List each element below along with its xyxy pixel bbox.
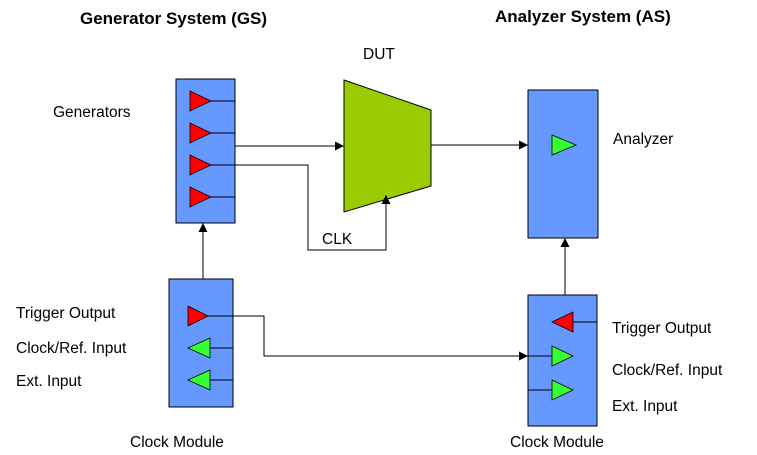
as-clock-module-label: Clock Module <box>510 434 604 451</box>
generator-to-clk-wire <box>235 164 391 251</box>
generators-label: Generators <box>53 104 131 121</box>
generator-output-2-icon <box>189 122 212 144</box>
gs-trigger-output-icon <box>187 305 209 327</box>
clk-label: CLK <box>322 231 353 248</box>
analyzer-input-icon <box>551 134 578 156</box>
gs-clock-ref-input-label: Clock/Ref. Input <box>16 340 127 357</box>
as-clock-ref-input-label: Clock/Ref. Input <box>612 362 723 379</box>
analyzer-module <box>527 89 599 239</box>
analyzer-label: Analyzer <box>613 131 673 148</box>
generator-output-1-icon <box>189 90 212 112</box>
dut-label: DUT <box>363 46 395 63</box>
trigger-to-clock-ref-wire <box>233 315 528 361</box>
gs-trigger-output-label: Trigger Output <box>16 305 116 322</box>
generator-output-3-icon <box>189 154 212 176</box>
generator-output-4-icon <box>189 186 212 208</box>
gs-ext-input-label: Ext. Input <box>16 373 82 390</box>
generator-output-triangles <box>189 90 235 208</box>
generator-system-title: Generator System (GS) <box>80 9 267 28</box>
as-ext-input-label: Ext. Input <box>612 398 678 415</box>
analyzer-system-title: Analyzer System (AS) <box>495 7 671 26</box>
as-trigger-output-label: Trigger Output <box>612 320 712 337</box>
gs-clock-module-label: Clock Module <box>130 434 224 451</box>
dut-block <box>343 79 432 213</box>
